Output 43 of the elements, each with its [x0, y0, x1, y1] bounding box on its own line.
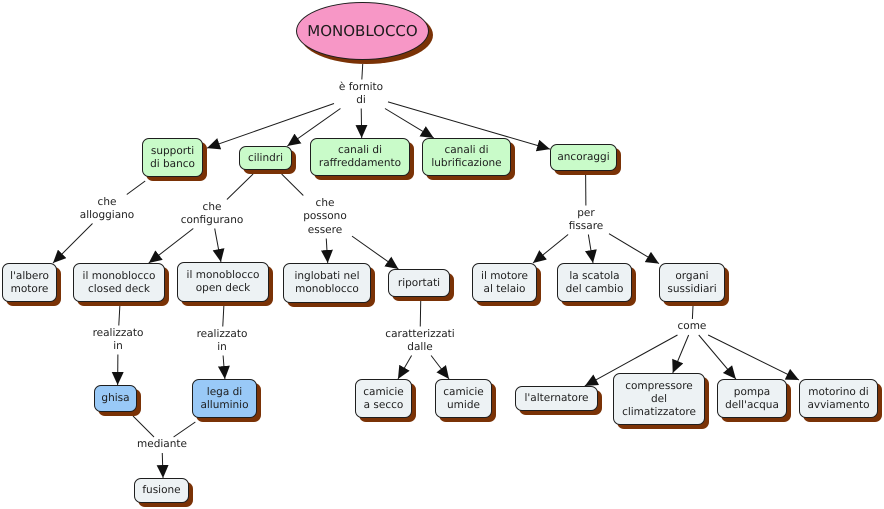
connector-line	[118, 306, 120, 326]
arrow	[388, 101, 550, 152]
connector-line	[222, 306, 224, 327]
linking-phrase: che configurano	[179, 200, 245, 228]
arrow	[708, 334, 800, 380]
connector-line	[281, 174, 304, 196]
linking-phrase: mediante	[137, 438, 187, 452]
connector-line	[692, 306, 694, 320]
linking-phrase: è fornito di	[336, 80, 386, 108]
arrow	[112, 354, 124, 386]
linking-phrase: come	[678, 320, 706, 334]
arrow	[286, 108, 341, 146]
arrow	[397, 355, 412, 380]
arrow	[384, 108, 434, 138]
arrow	[608, 233, 660, 264]
connector-line	[420, 300, 422, 327]
arrow	[52, 223, 93, 264]
linking-phrase: che alloggiano	[77, 196, 137, 222]
arrow	[352, 236, 399, 270]
connector-line	[585, 174, 586, 206]
arrow	[206, 102, 334, 150]
arrow	[698, 334, 736, 380]
linking-phrase: per fissare	[565, 206, 607, 234]
linking-phrase: caratterizzati dalle	[383, 328, 457, 354]
arrow	[320, 238, 333, 264]
arrow	[355, 108, 368, 138]
arrow	[430, 355, 450, 380]
arrow	[585, 234, 597, 264]
arrow	[148, 228, 194, 264]
connector-line	[226, 174, 254, 200]
connector-line	[173, 422, 196, 438]
linking-phrase: che possono essere	[300, 196, 350, 237]
arrow	[212, 228, 224, 262]
linking-phrase: realizzato in	[90, 326, 146, 354]
arrow	[156, 452, 169, 478]
connector-line	[126, 180, 146, 195]
arrow	[672, 334, 690, 374]
connector-line	[361, 64, 364, 80]
arrow	[532, 234, 569, 264]
connector-line	[132, 416, 154, 438]
arrow	[218, 355, 230, 380]
linking-phrase: realizzato in	[194, 328, 250, 354]
arrow	[584, 334, 678, 386]
